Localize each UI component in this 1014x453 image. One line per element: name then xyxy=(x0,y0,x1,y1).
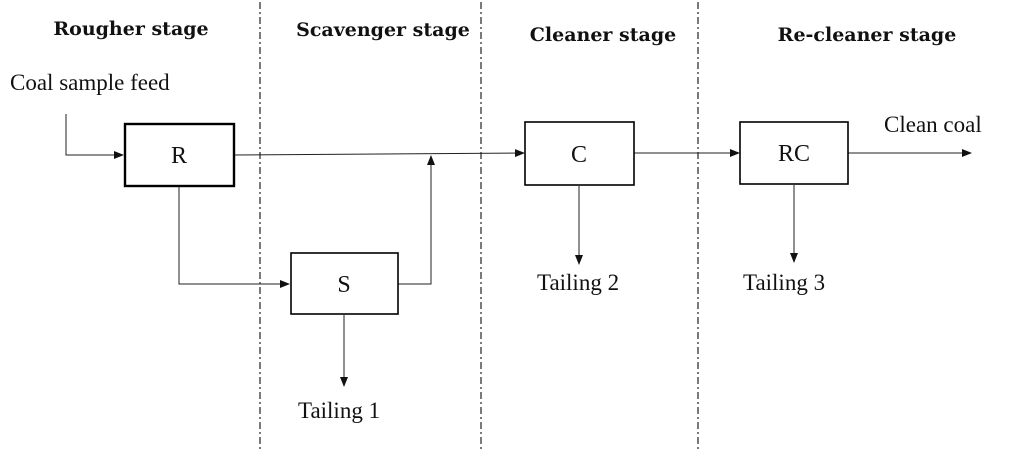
stage-title-scavenger: Scavenger stage xyxy=(296,19,470,41)
stage-title-cleaner: Cleaner stage xyxy=(530,24,676,46)
stage-title-rougher: Rougher stage xyxy=(53,18,208,40)
scavenger-label: S xyxy=(337,272,350,298)
recleaner-box xyxy=(739,121,849,185)
tailing1-label: Tailing 1 xyxy=(298,398,380,423)
rougher-to-scavenger-arrow xyxy=(178,187,290,288)
scavenger-box xyxy=(290,252,399,315)
tailing3-label: Tailing 3 xyxy=(743,270,825,295)
feed-arrow xyxy=(65,114,124,159)
tailing2-label: Tailing 2 xyxy=(537,270,619,295)
scavenger-recycle-arrow xyxy=(398,155,435,285)
feed-label: Coal sample feed xyxy=(10,70,170,95)
rougher-label: R xyxy=(171,143,187,169)
cleaner-label: C xyxy=(571,142,587,168)
rougher-box xyxy=(123,122,236,188)
clean-coal-label: Clean coal xyxy=(884,112,982,137)
stage-title-recleaner: Re-cleaner stage xyxy=(778,24,957,46)
cleaner-box xyxy=(524,121,635,186)
recleaner-label: RC xyxy=(778,141,810,167)
rougher-to-cleaner-arrow xyxy=(233,149,525,158)
